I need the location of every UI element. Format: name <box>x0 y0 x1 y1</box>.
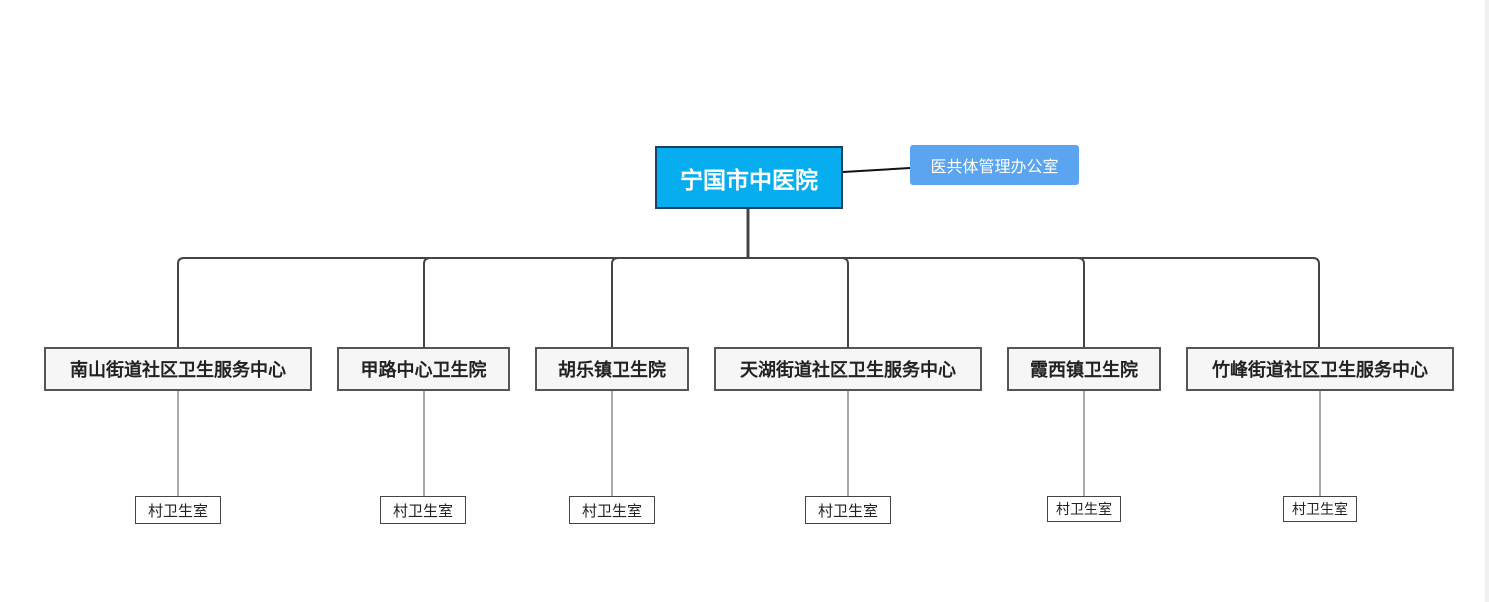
connector-branch-3 <box>611 257 619 347</box>
root-node[interactable]: 宁国市中医院 <box>655 146 843 209</box>
leaf-node-4[interactable]: 村卫生室 <box>805 496 891 524</box>
branch-node-1[interactable]: 南山街道社区卫生服务中心 <box>44 347 312 391</box>
leaf-node-6[interactable]: 村卫生室 <box>1283 496 1357 522</box>
leaf-node-3[interactable]: 村卫生室 <box>569 496 655 524</box>
leaf-node-2[interactable]: 村卫生室 <box>380 496 466 524</box>
branch-node-6[interactable]: 竹峰街道社区卫生服务中心 <box>1186 347 1454 391</box>
branch-node-3[interactable]: 胡乐镇卫生院 <box>535 347 689 391</box>
leaf-node-1[interactable]: 村卫生室 <box>135 496 221 524</box>
leaf-node-5[interactable]: 村卫生室 <box>1047 496 1121 522</box>
connector-branch-4 <box>841 257 849 347</box>
branch-node-5[interactable]: 霞西镇卫生院 <box>1007 347 1161 391</box>
connector-bus <box>177 257 1320 347</box>
connector-side <box>842 167 911 173</box>
branch-node-2[interactable]: 甲路中心卫生院 <box>337 347 510 391</box>
scrollbar[interactable] <box>1485 0 1489 602</box>
connector-branch-5 <box>1077 257 1085 347</box>
side-node[interactable]: 医共体管理办公室 <box>910 145 1079 185</box>
connector-branch-2 <box>423 257 431 347</box>
branch-node-4[interactable]: 天湖街道社区卫生服务中心 <box>714 347 982 391</box>
